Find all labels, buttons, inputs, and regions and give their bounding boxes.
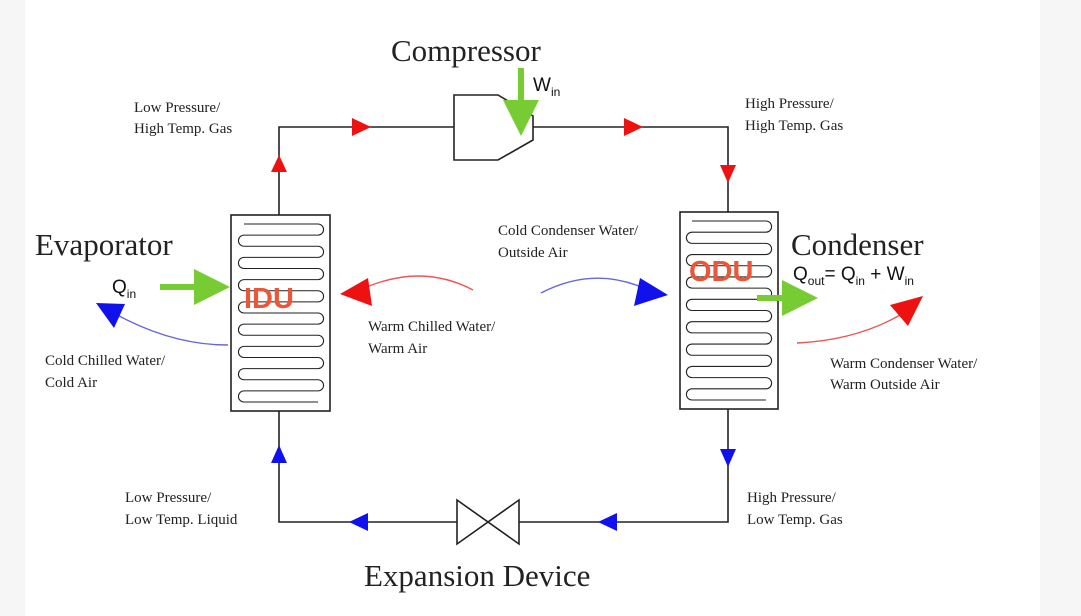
warm-condenser-water-curve (796, 311, 906, 344)
note-hp-lt-gas: High Pressure/ Low Temp. Gas (747, 490, 843, 528)
energy-arrows (160, 68, 818, 316)
right-margin-band (1040, 0, 1081, 616)
odu-label: ODU (689, 256, 753, 288)
flow-arrow-up-cold (271, 445, 287, 463)
condenser-title: Condenser (791, 227, 924, 262)
pipe-top-left (278, 126, 454, 215)
cold-chilled-water-curve (111, 311, 229, 346)
note-hp-ht-gas: High Pressure/ High Temp. Gas (745, 96, 843, 134)
expansion-device-title: Expansion Device (364, 558, 590, 593)
pipe-top-right (533, 126, 729, 212)
refrigerant-loop (278, 126, 729, 523)
note-cold-chilled-water: Cold Chilled Water/ Cold Air (45, 353, 169, 391)
note-lp-ht-gas: Low Pressure/ High Temp. Gas (134, 100, 232, 137)
flow-arrow-down-cold (720, 449, 736, 467)
note-lp-lt-liquid: Low Pressure/ Low Temp. Liquid (125, 490, 238, 528)
heat-output-equation: Qout= Qin + Win (793, 264, 914, 288)
flow-arrow-left-cold-2 (349, 513, 368, 531)
idu-label: IDU (244, 283, 294, 315)
warm-chilled-water-arrowhead (340, 278, 372, 306)
cold-condenser-water-arrowhead (634, 278, 668, 306)
flow-arrows (271, 118, 736, 531)
cold-chilled-water-arrowhead (96, 303, 125, 328)
heat-input-label: Qin (112, 277, 136, 301)
flow-arrow-up-hot (271, 155, 287, 172)
flow-arrow-left-cold-1 (598, 513, 617, 531)
note-cold-condenser-water: Cold Condenser Water/ Outside Air (498, 223, 642, 261)
flow-arrow-right-hot-1 (352, 118, 371, 136)
work-input-label: Win (533, 75, 560, 99)
expansion-valve-symbol (456, 498, 520, 546)
pipe-bottom-left (278, 411, 457, 523)
left-margin-band (0, 0, 25, 616)
evaporator-title: Evaporator (35, 227, 173, 262)
flow-arrow-right-hot-2 (624, 118, 643, 136)
warm-chilled-water-curve (359, 275, 474, 291)
evaporator-coil (230, 214, 331, 412)
cold-condenser-water-curve (540, 277, 649, 294)
warm-condenser-water-arrowhead (890, 296, 923, 326)
compressor-title: Compressor (391, 33, 542, 68)
condenser-coil (679, 211, 779, 410)
pipe-bottom-right (519, 409, 729, 523)
note-warm-condenser-water: Warm Condenser Water/ Warm Outside Air (830, 356, 981, 393)
note-warm-chilled-water: Warm Chilled Water/ Warm Air (368, 319, 499, 357)
flow-arrow-down-hot (720, 165, 736, 183)
air-flow-curves (96, 275, 923, 346)
